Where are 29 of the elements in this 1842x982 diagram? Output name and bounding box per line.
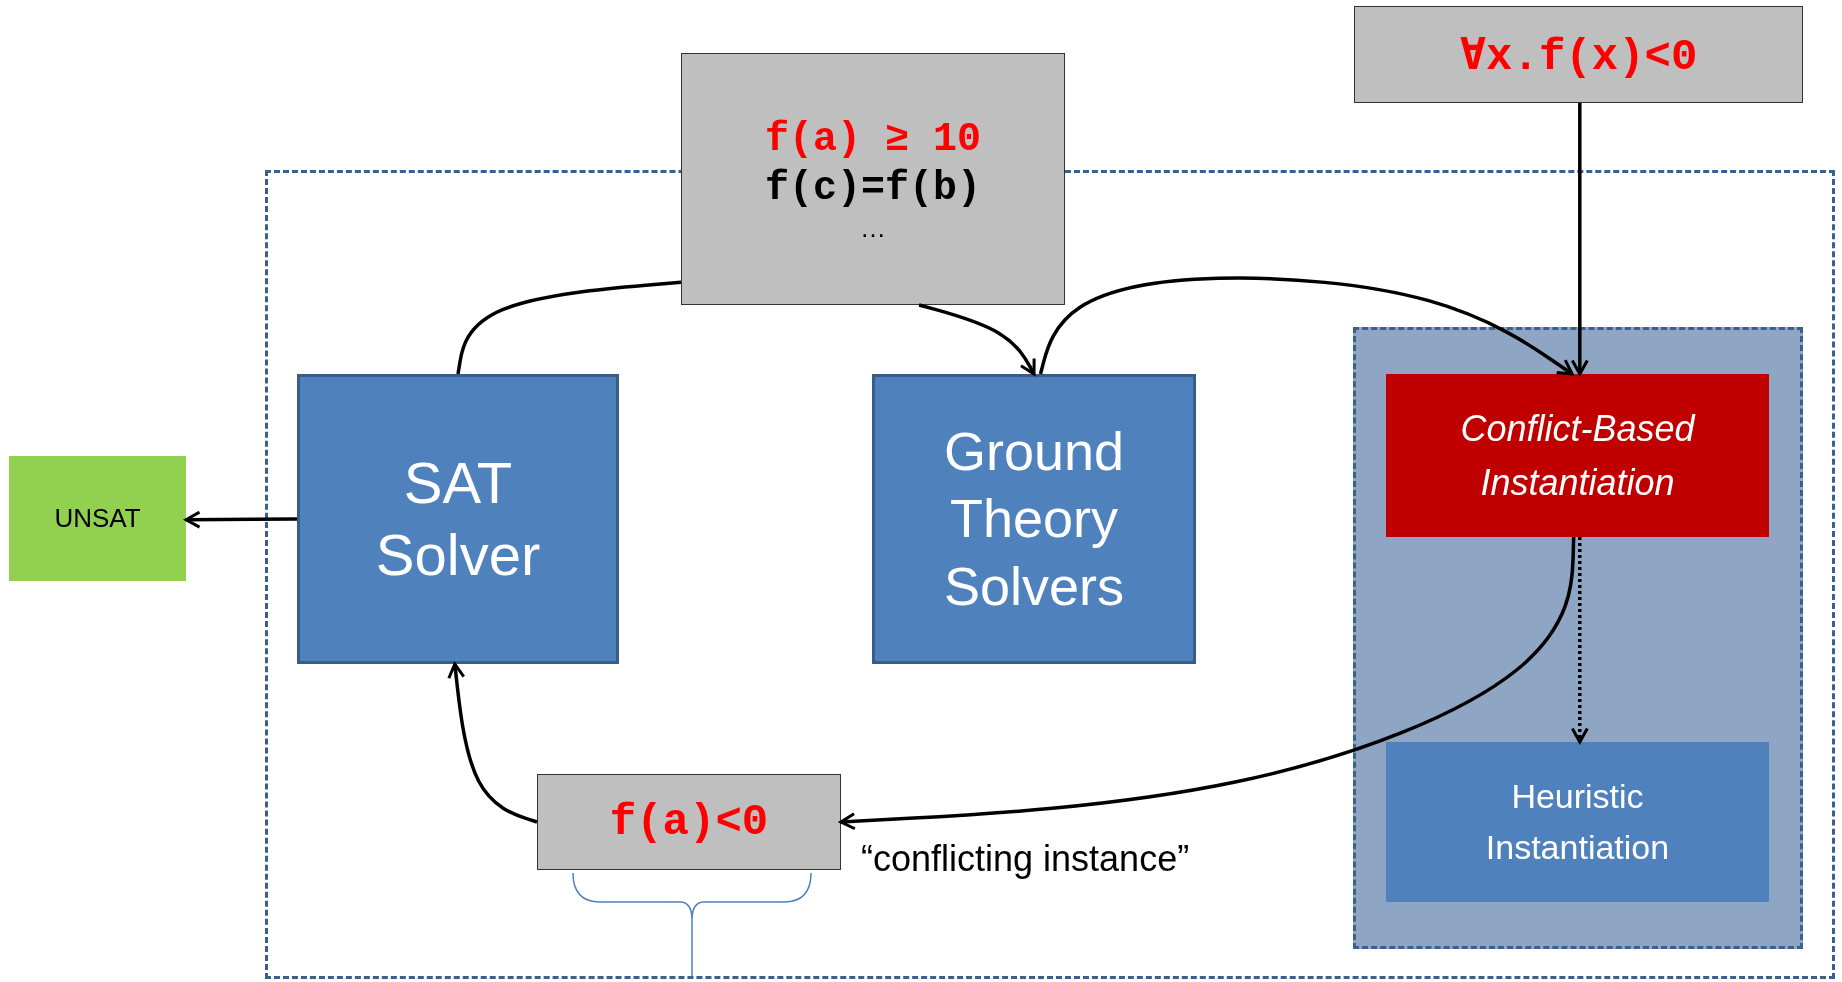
formula-box	[1354, 6, 1803, 103]
formula-text: f(a) ≥ 10	[764, 116, 981, 162]
node-label: f(a)<0	[609, 797, 769, 847]
arrow	[184, 510, 297, 529]
ellipsis-text: …	[860, 212, 886, 244]
arrow	[1038, 276, 1574, 376]
node-label: Ground Theory Solvers	[942, 419, 1126, 618]
connector-line	[456, 280, 682, 375]
node-label: Conflict-Based Instantiation	[1459, 406, 1697, 505]
process-box	[1386, 742, 1769, 902]
result-box	[9, 456, 186, 581]
arrow	[1570, 537, 1589, 744]
annotation-text: “conflicting instance”	[861, 838, 1190, 880]
node-label: UNSAT	[54, 503, 141, 534]
process-box	[1386, 374, 1769, 537]
arrow	[918, 303, 1036, 376]
node-label: SAT Solver	[374, 448, 542, 589]
node-label: ∀x.f(x)<0	[1459, 30, 1698, 82]
process-box	[297, 374, 619, 664]
node-label: Heuristic Instantiation	[1484, 776, 1671, 868]
formula-box	[537, 774, 841, 870]
arrow	[447, 662, 538, 824]
dashed-region	[265, 170, 1835, 979]
formula-text: f(c)=f(b)	[764, 165, 981, 211]
arrow	[1570, 103, 1589, 376]
dashed-region	[1353, 327, 1803, 949]
process-box	[872, 374, 1196, 664]
formula-box	[681, 53, 1065, 305]
arrow	[839, 536, 1576, 831]
